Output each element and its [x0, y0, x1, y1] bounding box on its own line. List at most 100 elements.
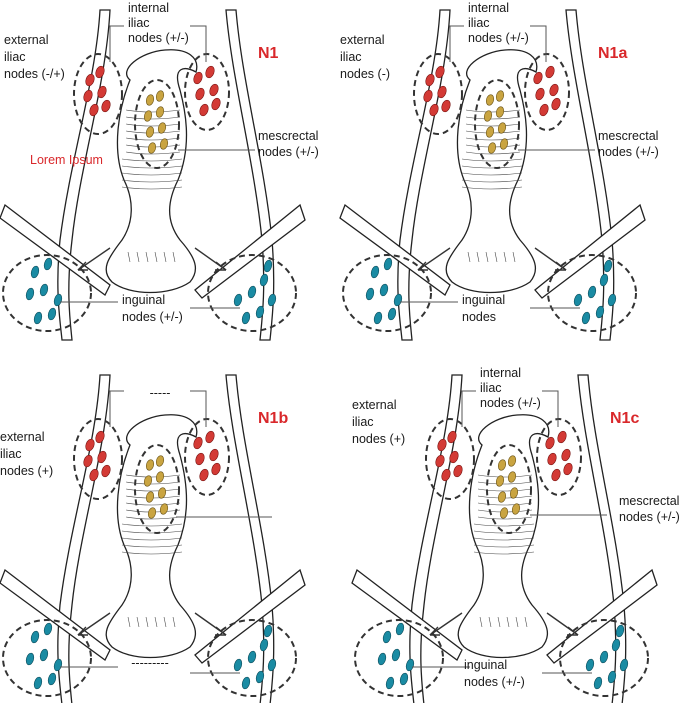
rectum	[445, 49, 538, 294]
mesorectal-node	[497, 491, 507, 503]
anal-fold	[494, 251, 498, 263]
left-inguinal-region	[2, 619, 92, 697]
external-iliac-label: iliac	[340, 50, 362, 64]
inguinal-node	[259, 273, 269, 287]
inguinal-node	[385, 676, 395, 690]
inguinal-label: nodes (+/-)	[464, 675, 525, 689]
internal-iliac-label: -----	[150, 386, 171, 400]
pelvic-node	[95, 430, 105, 444]
pelvic-node	[441, 99, 451, 113]
rectal-fold	[125, 516, 181, 520]
pelvic-node	[437, 85, 447, 99]
anal-fold	[154, 251, 158, 263]
rectal-fold	[121, 172, 183, 176]
inguinal-node	[382, 630, 392, 644]
rectal-fold	[461, 172, 523, 176]
pelvic-node	[101, 99, 111, 113]
internal-iliac-label: nodes (+/-)	[128, 31, 189, 45]
rectal-fold	[473, 537, 535, 541]
rectal-fold	[477, 516, 533, 520]
mesorectal-node	[495, 475, 505, 487]
anal-fold	[154, 616, 158, 628]
anal-fold	[485, 251, 489, 263]
external-iliac-label: external	[352, 398, 396, 412]
internal-iliac-label: internal	[128, 1, 169, 15]
right-ligament	[194, 568, 306, 664]
pelvic-node	[549, 83, 559, 97]
rectal-fold	[473, 544, 535, 548]
inguinal-node	[43, 622, 53, 636]
mesorectal-node	[155, 455, 165, 467]
right-arrowhead	[215, 261, 227, 271]
inguinal-node	[585, 658, 595, 672]
right-iliac-vessel	[225, 9, 275, 341]
right-inguinal-region	[559, 619, 649, 697]
pelvic-node	[89, 103, 99, 117]
rectal-fold	[465, 116, 521, 120]
mesorectal-node	[495, 90, 505, 102]
left-ligament	[339, 203, 451, 296]
pelvic-node	[423, 89, 433, 103]
left-iliac-vessel	[397, 9, 451, 341]
rectal-fold	[121, 186, 183, 190]
mesorectal-node	[511, 503, 521, 515]
left-iliac-vessel	[409, 374, 463, 703]
inguinal-node	[599, 273, 609, 287]
anal-fold	[136, 251, 140, 263]
mesorectal-node	[145, 459, 155, 471]
pelvic-node	[195, 87, 205, 101]
anal-fold	[127, 616, 131, 628]
rectal-fold	[125, 116, 181, 120]
inguinal-label: nodes	[462, 310, 496, 324]
mesorectal-label: nodes (+/-)	[619, 510, 680, 524]
mesorectal-region	[474, 79, 520, 169]
pelvic-node	[535, 87, 545, 101]
internal-iliac-region	[184, 53, 230, 131]
inguinal-node	[383, 257, 393, 271]
rectal-fold	[121, 179, 183, 183]
pelvic-node	[83, 454, 93, 468]
inguinal-node	[233, 658, 243, 672]
inguinal-node	[30, 630, 40, 644]
external-iliac-label: nodes (+)	[0, 464, 53, 478]
inguinal-node	[263, 624, 273, 638]
inguinal-node	[370, 265, 380, 279]
mesorectal-region	[486, 444, 532, 534]
right-inguinal-region	[207, 619, 297, 697]
internal-iliac-label: iliac	[128, 16, 150, 30]
internal-iliac-region	[184, 418, 230, 496]
mesorectal-node	[147, 507, 157, 519]
mesorectal-node	[157, 487, 167, 499]
lorem-ipsum-label: Lorem Ipsum	[30, 153, 103, 167]
pelvic-node	[195, 452, 205, 466]
rectal-fold	[121, 537, 183, 541]
left-ligament	[0, 568, 111, 661]
inguinal-node	[595, 305, 605, 319]
internal-iliac-label: internal	[480, 366, 521, 380]
pelvic-node	[193, 71, 203, 85]
mesorectal-node	[509, 487, 519, 499]
inguinal-node	[599, 650, 609, 664]
external-iliac-label: nodes (-)	[340, 67, 390, 81]
inguinal-node	[247, 285, 257, 299]
pelvic-node	[425, 73, 435, 87]
rectal-fold	[121, 530, 183, 534]
rectal-fold	[125, 474, 181, 478]
internal-iliac-label: internal	[468, 1, 509, 15]
pelvic-node	[211, 462, 221, 476]
internal-iliac-label: nodes (+/-)	[468, 31, 529, 45]
inguinal-node	[255, 305, 265, 319]
anal-fold	[503, 251, 507, 263]
inguinal-node	[33, 311, 43, 325]
internal-iliac-region	[524, 53, 570, 131]
left-arrow	[429, 612, 463, 636]
right-ligament	[194, 203, 306, 299]
inguinal-label: ---------	[131, 656, 168, 670]
rectal-fold	[461, 165, 523, 169]
pelvic-node	[449, 450, 459, 464]
pelvic-node	[437, 438, 447, 452]
inguinal-node	[30, 265, 40, 279]
panel-title: N1	[258, 45, 279, 62]
anal-fold	[488, 616, 492, 628]
